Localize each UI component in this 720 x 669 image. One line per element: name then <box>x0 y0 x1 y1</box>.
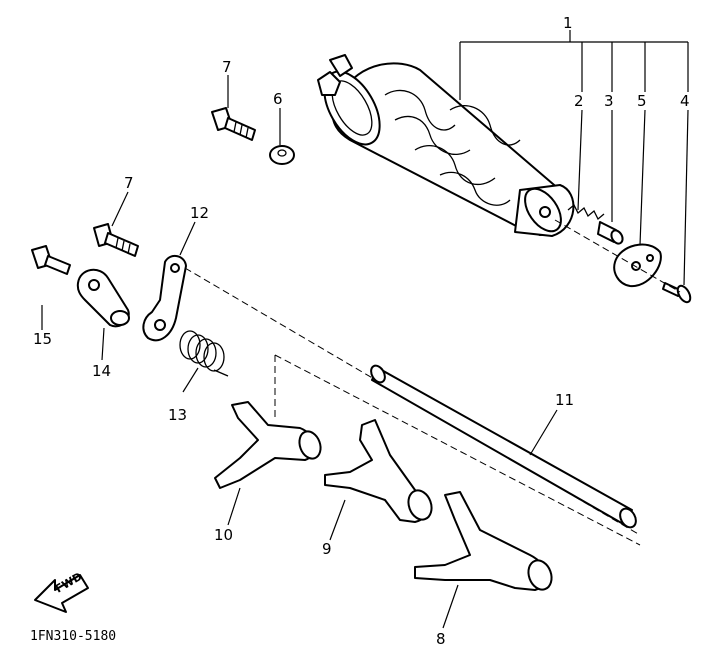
callout-11: 11 <box>555 391 574 409</box>
bolt-part-7-upper <box>211 107 256 141</box>
shift-drum <box>317 54 575 237</box>
callout-7-upper: 7 <box>222 58 232 76</box>
bolt-part-7-lower <box>93 223 139 257</box>
forward-arrow-icon: FWD <box>34 570 89 613</box>
callout-4: 4 <box>680 92 690 110</box>
spring-part-2 <box>567 203 605 221</box>
callout-2: 2 <box>574 92 584 110</box>
callout-3: 3 <box>604 92 614 110</box>
callout-6: 6 <box>273 90 283 108</box>
callout-1: 1 <box>563 14 573 32</box>
screw-part-4 <box>662 282 692 304</box>
guide-bar-part-11 <box>370 364 637 529</box>
callout-12: 12 <box>190 204 209 222</box>
pin-part-3 <box>597 221 624 245</box>
drawing-code: 1FN310-5180 <box>30 629 116 644</box>
shift-fork-part-9 <box>324 419 433 523</box>
callout-10: 10 <box>214 526 233 544</box>
callout-13: 13 <box>168 406 187 424</box>
callout-14: 14 <box>92 362 111 380</box>
lever-part-14 <box>76 268 130 328</box>
shift-fork-part-10 <box>214 401 322 489</box>
plate-part-5 <box>613 243 662 288</box>
shift-fork-part-8 <box>414 491 553 591</box>
callout-15: 15 <box>33 330 52 348</box>
callout-5: 5 <box>637 92 647 110</box>
spring-part-13 <box>179 330 229 377</box>
stopper-part-12 <box>142 254 187 342</box>
callout-9: 9 <box>322 540 332 558</box>
callout-7-lower: 7 <box>124 174 134 192</box>
washer-part-6 <box>269 145 295 165</box>
callout-8: 8 <box>436 630 446 648</box>
bolt-part-15 <box>31 245 71 275</box>
